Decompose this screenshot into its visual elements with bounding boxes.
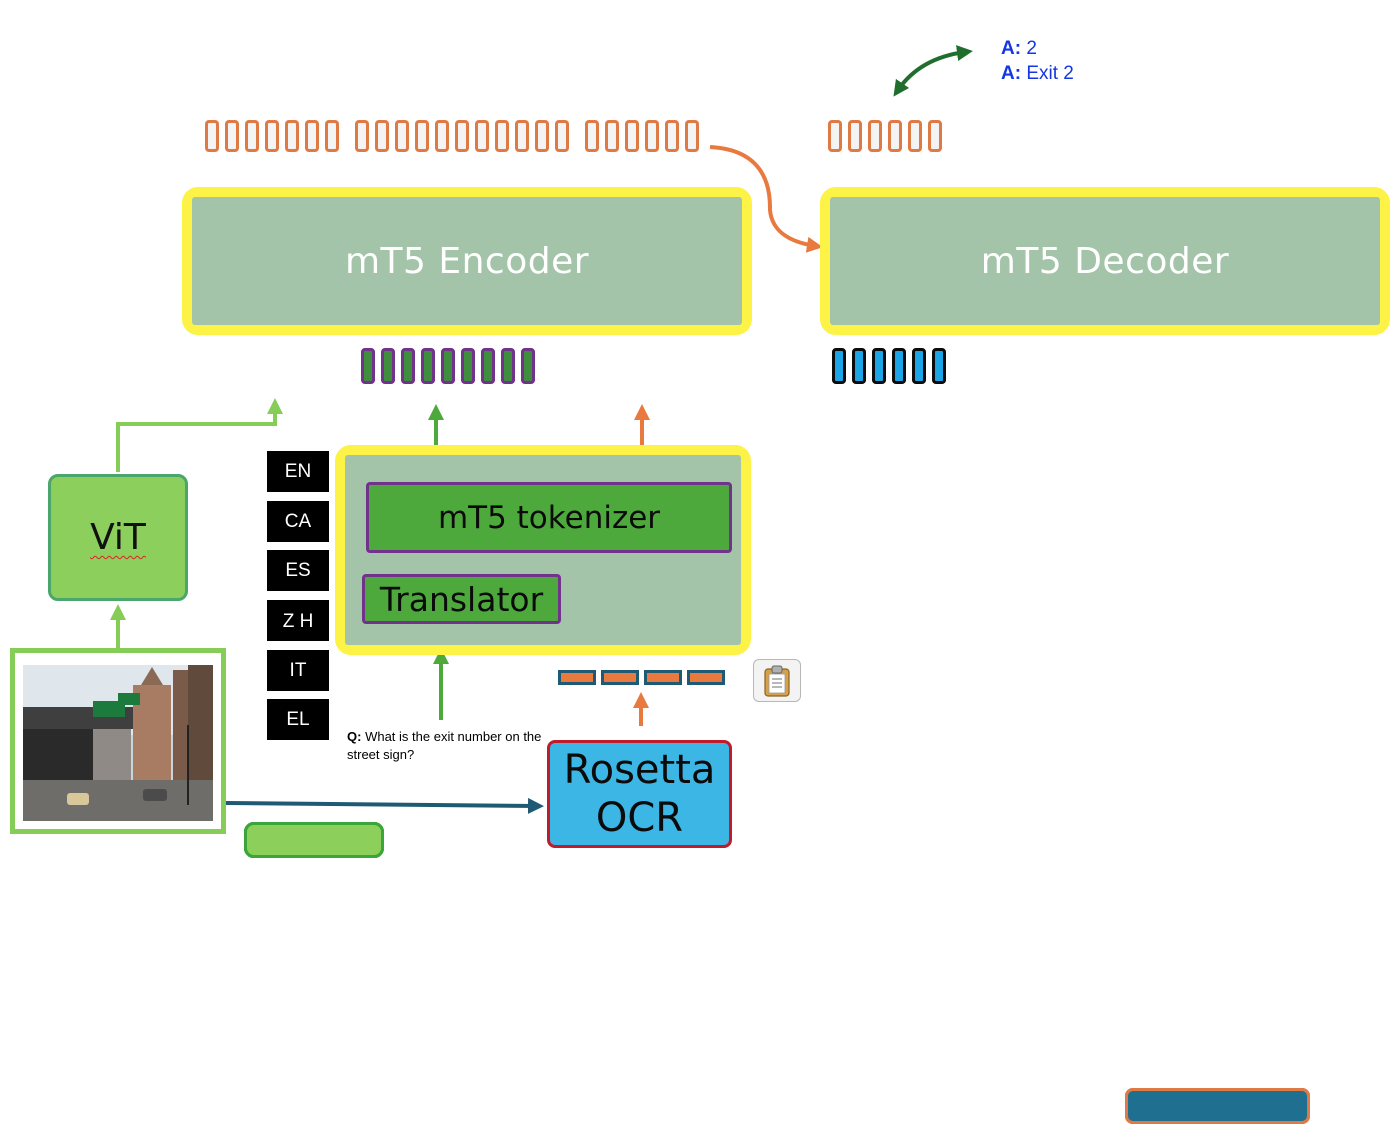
token bbox=[605, 120, 619, 152]
token bbox=[828, 120, 842, 152]
lang-el: EL bbox=[267, 699, 329, 740]
lang-zh: Z H bbox=[267, 600, 329, 641]
token bbox=[555, 120, 569, 152]
token bbox=[401, 348, 415, 384]
token bbox=[521, 348, 535, 384]
token bbox=[888, 120, 902, 152]
encoder-to-decoder-arrow bbox=[709, 145, 823, 253]
ocr-label-2: OCR bbox=[595, 795, 684, 841]
tokenizer-block: mT5 tokenizer bbox=[366, 482, 732, 553]
token bbox=[265, 120, 279, 152]
token bbox=[928, 120, 942, 152]
token bbox=[355, 120, 369, 152]
token bbox=[852, 348, 866, 384]
decoder-input-tokens bbox=[832, 348, 946, 384]
encoder-label: mT5 Encoder bbox=[192, 197, 742, 325]
token bbox=[515, 120, 529, 152]
token bbox=[461, 348, 475, 384]
token bbox=[285, 120, 299, 152]
street-photo bbox=[10, 648, 226, 834]
token bbox=[645, 120, 659, 152]
token bbox=[535, 120, 549, 152]
vit-to-tokens-arrow bbox=[116, 398, 283, 472]
token bbox=[481, 348, 495, 384]
decoder-block: mT5 Decoder bbox=[820, 187, 1390, 335]
token bbox=[685, 120, 699, 152]
token bbox=[245, 120, 259, 152]
answer-2: A: Exit 2 bbox=[1001, 63, 1074, 84]
token bbox=[225, 120, 239, 152]
ocr-output-tokens bbox=[558, 670, 725, 685]
rosetta-ocr-block: Rosetta OCR bbox=[547, 740, 732, 848]
lang-en: EN bbox=[267, 451, 329, 492]
question-text: Q: What is the exit number on the street… bbox=[347, 729, 542, 762]
clipboard-icon[interactable] bbox=[753, 659, 801, 702]
translator-block: Translator bbox=[362, 574, 561, 624]
answers: A: 2 A: Exit 2 bbox=[1001, 36, 1074, 86]
token bbox=[832, 348, 846, 384]
token bbox=[601, 670, 639, 685]
lang-ca: CA bbox=[267, 501, 329, 542]
token bbox=[625, 120, 639, 152]
token bbox=[435, 120, 449, 152]
lang-es: ES bbox=[267, 550, 329, 591]
text-tokens bbox=[361, 348, 535, 384]
vit-block: ViT bbox=[48, 474, 188, 601]
photo-to-ocr-arrow bbox=[225, 797, 544, 814]
token bbox=[501, 348, 515, 384]
token bbox=[305, 120, 319, 152]
token bbox=[932, 348, 946, 384]
encoder-output-tokens bbox=[205, 120, 699, 152]
token bbox=[375, 120, 389, 152]
token bbox=[665, 120, 679, 152]
token bbox=[415, 120, 429, 152]
token bbox=[395, 120, 409, 152]
token bbox=[455, 120, 469, 152]
answer-1: A: 2 bbox=[1001, 38, 1037, 59]
token bbox=[421, 348, 435, 384]
token bbox=[205, 120, 219, 152]
token bbox=[495, 120, 509, 152]
lang-it: IT bbox=[267, 650, 329, 691]
token bbox=[585, 120, 599, 152]
vit-label: ViT bbox=[90, 517, 146, 558]
token bbox=[361, 348, 375, 384]
token bbox=[892, 348, 906, 384]
token bbox=[1125, 1088, 1310, 1124]
encoder-block: mT5 Encoder bbox=[182, 187, 752, 335]
token bbox=[912, 348, 926, 384]
answer-curve-arrow bbox=[893, 45, 973, 97]
token bbox=[644, 670, 682, 685]
token bbox=[872, 348, 886, 384]
token bbox=[558, 670, 596, 685]
token bbox=[381, 348, 395, 384]
ocr-label-1: Rosetta bbox=[563, 747, 716, 793]
token bbox=[244, 822, 384, 858]
decoder-output-tokens bbox=[828, 120, 942, 152]
token bbox=[868, 120, 882, 152]
token bbox=[908, 120, 922, 152]
token bbox=[848, 120, 862, 152]
token bbox=[687, 670, 725, 685]
decoder-label: mT5 Decoder bbox=[830, 197, 1380, 325]
token bbox=[475, 120, 489, 152]
token bbox=[441, 348, 455, 384]
token bbox=[325, 120, 339, 152]
